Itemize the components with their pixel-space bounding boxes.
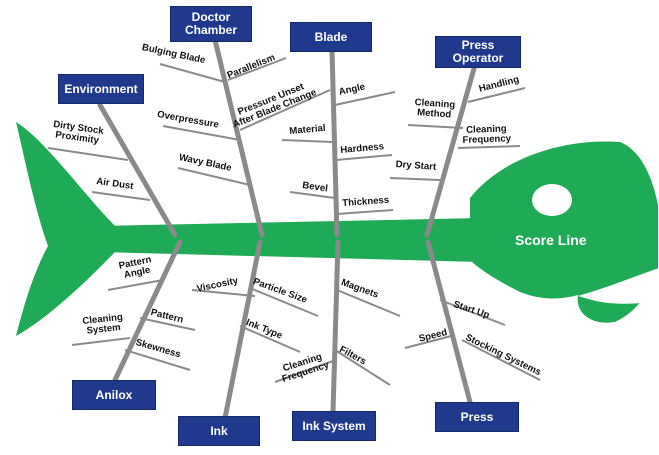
bone-skewness [124,349,191,371]
fish-eye [532,184,572,216]
category-anilox: Anilox [72,380,156,410]
bone-material [281,139,333,143]
bone-air-dust [91,191,151,201]
category-press-operator: Press Operator [435,36,521,68]
bone-ink-type [239,325,301,353]
bone-dirty-stock [47,147,129,161]
bone-handling [467,87,526,103]
bone-thickness [336,209,394,215]
bone-doctor-chamber [212,37,265,238]
bone-environment [97,102,178,238]
category-ink-system: Ink System [292,411,376,441]
bone-pattern [139,317,196,331]
bone-parallelism [227,57,287,81]
bone-cleaning-method [407,124,464,129]
bone-anilox [112,239,183,383]
bone-overpressure [162,125,241,141]
score-line-label: Score Line [515,232,587,248]
bone-speed [404,334,456,349]
bone-filters [334,349,391,386]
cause-cleaning-method: Cleaning Method [414,97,456,121]
bone-particle-size [249,287,319,317]
category-doctor-chamber: Doctor Chamber [170,6,252,42]
category-environment: Environment [58,74,144,104]
bone-wavy-blade [177,167,251,186]
fish-mouth [578,268,659,304]
bone-ink-system [330,239,341,415]
bone-blade [329,47,340,238]
fish-tail [16,122,115,336]
bone-cleaning-frequency-bottom [274,359,337,383]
bone-angle [334,91,396,106]
small-bones [47,57,541,386]
bone-pattern-angle [107,279,164,291]
fish-spine [100,218,480,262]
bone-start-up [439,299,506,326]
main-bones [97,37,478,421]
category-ink: Ink [178,416,260,446]
category-blade: Blade [290,22,372,52]
bone-cleaning-frequency-top [457,145,521,149]
bone-press [425,239,473,405]
bone-press-operator [424,62,478,238]
bone-stocking-systems [461,339,541,381]
fish-head [470,141,658,323]
bone-bevel [289,191,336,199]
bone-magnets [336,289,401,317]
bone-ink [222,239,263,421]
cause-cleaning-frequency-top: Cleaning Frequency [462,123,512,146]
bone-hardness [335,154,393,161]
cause-cleaning-system: Cleaning System [81,311,124,337]
category-press: Press [435,402,519,432]
bone-pressure-unset [239,89,331,131]
bone-viscosity [191,289,256,297]
bone-bulging-blade [159,63,226,83]
bone-dry-start [389,177,441,181]
bone-cleaning-system [71,337,131,346]
